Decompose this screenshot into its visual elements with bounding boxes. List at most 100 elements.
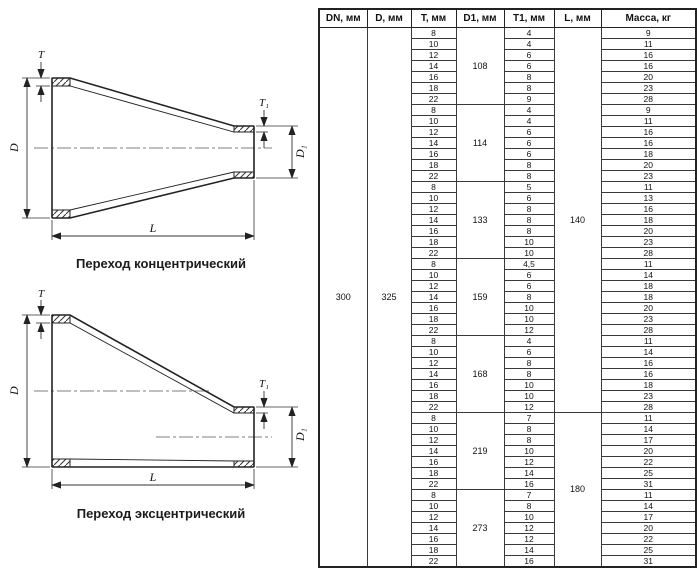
- t1-cell: 4: [503, 335, 555, 347]
- t-cell: 16: [410, 302, 457, 314]
- eccentric-reducer-svg: D D₁ T T₁: [7, 288, 307, 489]
- t1-cell: 12: [503, 324, 555, 336]
- t1-cell: 4: [503, 115, 555, 127]
- mass-cell: 23: [600, 170, 697, 182]
- t1-cell: 10: [503, 390, 555, 402]
- d1-cell: 219: [455, 412, 505, 490]
- mass-cell: 18: [600, 214, 697, 226]
- t1-cell: 6: [503, 126, 555, 138]
- t-cell: 12: [410, 434, 457, 446]
- t1-cell: 16: [503, 555, 555, 568]
- t1-cell: 4,5: [503, 258, 555, 270]
- reducer-outline: [51, 77, 255, 219]
- t1-cell: 8: [503, 368, 555, 380]
- t1-cell: 8: [503, 423, 555, 435]
- dim-label-D1: D₁: [293, 428, 307, 442]
- mass-cell: 14: [600, 269, 697, 281]
- t1-cell: 8: [503, 170, 555, 182]
- mass-cell: 20: [600, 71, 697, 83]
- mass-cell: 11: [600, 412, 697, 424]
- t1-cell: 6: [503, 137, 555, 149]
- t-cell: 8: [410, 104, 457, 116]
- column-header: D1, мм: [455, 8, 505, 28]
- t1-cell: 12: [503, 401, 555, 413]
- dimension-T1: [256, 110, 268, 148]
- mass-cell: 20: [600, 159, 697, 171]
- t-cell: 12: [410, 203, 457, 215]
- t-cell: 14: [410, 445, 457, 457]
- t-cell: 16: [410, 71, 457, 83]
- mass-cell: 11: [600, 258, 697, 270]
- mass-cell: 20: [600, 225, 697, 237]
- dimension-D1: [256, 125, 298, 179]
- t-cell: 8: [410, 181, 457, 193]
- t1-cell: 4: [503, 38, 555, 50]
- dimension-T: [36, 300, 50, 339]
- mass-cell: 16: [600, 60, 697, 72]
- t-cell: 8: [410, 489, 457, 501]
- mass-cell: 25: [600, 544, 697, 556]
- mass-cell: 18: [600, 280, 697, 292]
- t-cell: 14: [410, 522, 457, 534]
- t-cell: 10: [410, 115, 457, 127]
- t1-cell: 6: [503, 148, 555, 160]
- l-cell: 180: [553, 412, 602, 568]
- t1-cell: 14: [503, 467, 555, 479]
- t1-cell: 12: [503, 533, 555, 545]
- mass-cell: 16: [600, 368, 697, 380]
- column-header: T, мм: [410, 8, 457, 28]
- t-cell: 14: [410, 137, 457, 149]
- t-cell: 18: [410, 313, 457, 325]
- t1-cell: 6: [503, 346, 555, 358]
- t1-cell: 5: [503, 181, 555, 193]
- t1-cell: 10: [503, 445, 555, 457]
- dim-label-L: L: [149, 221, 157, 235]
- concentric-reducer-svg: D D₁ T T₁: [7, 49, 307, 240]
- column-header: D, мм: [366, 8, 412, 28]
- t1-cell: 10: [503, 379, 555, 391]
- t1-cell: 6: [503, 269, 555, 281]
- mass-cell: 11: [600, 335, 697, 347]
- mass-cell: 28: [600, 324, 697, 336]
- dimension-D: [22, 314, 50, 468]
- dim-label-D1: D₁: [293, 145, 307, 159]
- reducer-inner-wall: [52, 322, 254, 462]
- mass-cell: 18: [600, 148, 697, 160]
- d-cell: 325: [366, 27, 412, 568]
- t-cell: 14: [410, 368, 457, 380]
- t-cell: 12: [410, 49, 457, 61]
- mass-cell: 23: [600, 236, 697, 248]
- t1-cell: 7: [503, 412, 555, 424]
- mass-cell: 28: [600, 247, 697, 259]
- mass-cell: 18: [600, 379, 697, 391]
- t1-cell: 16: [503, 478, 555, 490]
- mass-cell: 11: [600, 181, 697, 193]
- mass-cell: 16: [600, 357, 697, 369]
- dim-label-L: L: [149, 470, 157, 484]
- t-cell: 10: [410, 500, 457, 512]
- t1-cell: 8: [503, 500, 555, 512]
- mass-cell: 28: [600, 401, 697, 413]
- mass-cell: 13: [600, 192, 697, 204]
- dimension-T1: [256, 391, 268, 429]
- column-header: T1, мм: [503, 8, 555, 28]
- t-cell: 10: [410, 269, 457, 281]
- t-cell: 10: [410, 192, 457, 204]
- mass-cell: 14: [600, 500, 697, 512]
- t1-cell: 8: [503, 291, 555, 303]
- t-cell: 22: [410, 93, 457, 105]
